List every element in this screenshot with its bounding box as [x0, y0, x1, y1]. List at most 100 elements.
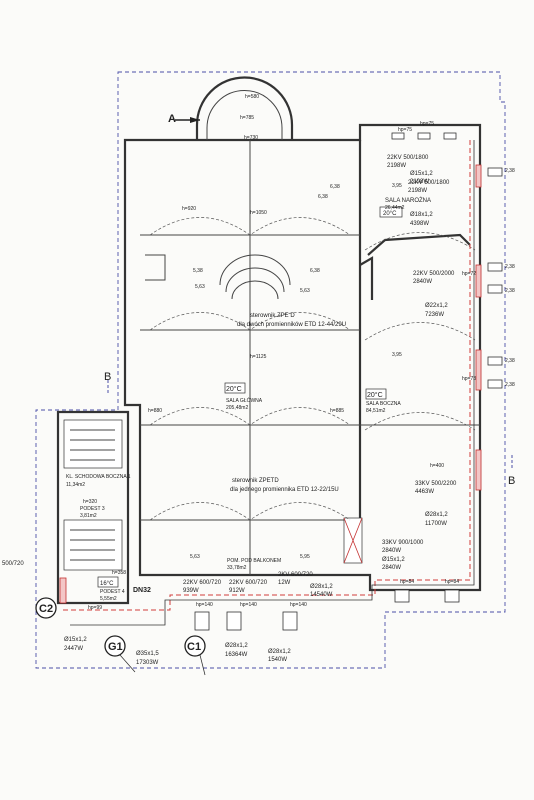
room-narozna-temp: 20°C: [383, 211, 397, 217]
level-label: 2,38: [505, 288, 515, 294]
window-box-3: [487, 284, 503, 294]
dn32-label: DN32: [133, 587, 151, 594]
level-label: 5,63: [195, 284, 205, 290]
height-label: hp=84: [445, 579, 459, 585]
height-label: h=785: [240, 115, 254, 121]
room-glowna-name: SALA GŁÓWNA: [226, 397, 263, 404]
top-radiator-2: [417, 132, 431, 140]
bottom-radiator-2: [226, 611, 242, 631]
radiator-8-type: 2KV 600/720: [278, 572, 313, 578]
stair-box-upper: [63, 419, 123, 469]
pipe-4-power: 11700W: [425, 521, 447, 527]
room-narozna-area: 26,44m2: [385, 205, 405, 211]
radiator-2-power: 2198W: [408, 188, 427, 194]
radiator-4-power: 4463W: [415, 489, 434, 495]
level-label: 5,38: [193, 268, 203, 274]
level-label: 2,38: [505, 264, 515, 270]
radiator-6-power: 939W: [183, 588, 199, 594]
pipe-8-power: 1540W: [268, 657, 287, 663]
section-a-label: A: [168, 113, 176, 125]
room-podest3-area: 3,81m2: [80, 513, 97, 519]
room-balkon-name: POM. POD BALKONEM: [227, 558, 281, 564]
temp-box-podest4: [97, 576, 119, 588]
height-label: h=920: [182, 206, 196, 212]
marker-c1-label: C1: [187, 641, 201, 653]
temp-box-boczna: [365, 388, 387, 400]
height-label: hp=140: [196, 602, 213, 608]
pipe-2-power: 4398W: [410, 221, 429, 227]
apse-inner: [206, 90, 283, 140]
central-stair-arc-3: [231, 280, 279, 300]
level-label: 2,38: [505, 358, 515, 364]
arch-row-4: [149, 502, 351, 521]
room-podest4-area: 5,55m2: [100, 596, 117, 602]
room-balkon-area: 33,78m2: [227, 565, 247, 571]
controller-zpetd-line2: dla jednego promiennika ETD 12-22/15U: [230, 487, 339, 493]
radiator-7-power: 912W: [229, 588, 245, 594]
stair-left-top: [145, 254, 166, 281]
pipe-1-dim: Ø15x1,2: [410, 171, 433, 177]
pipe-2-dim: Ø18x1,2: [410, 212, 433, 218]
room-podest3-name: PODEST 3: [80, 506, 105, 512]
height-label: hp=75: [420, 121, 434, 127]
section-b-left-label: B: [104, 371, 111, 383]
marker-c1-circle: [184, 635, 206, 657]
radiator-east-4: [475, 449, 482, 491]
pipe-7-dim: Ø28x1,2: [225, 643, 248, 649]
radiator-8-power: 12W: [278, 580, 291, 586]
stair-treads-lower: [70, 529, 115, 561]
pipe-1-power: 2198W: [410, 179, 429, 185]
height-label: h=1050: [250, 210, 267, 216]
temp-box-glowna: [224, 382, 246, 394]
stair-treads: [70, 429, 115, 461]
arch-row-2: [149, 312, 351, 331]
section-b-right-label: B: [508, 475, 515, 487]
radiator-5-type: 33KV 900/1000: [382, 540, 424, 546]
level-label: 5,63: [190, 554, 200, 560]
room-boczna-name: SALA BOCZNA: [366, 401, 401, 407]
level-label: 2,38: [505, 382, 515, 388]
apse-wall: [195, 76, 294, 140]
pipe-9-dim: Ø35x1,5: [136, 651, 159, 657]
top-radiator-3: [443, 132, 457, 140]
central-stair-arc-1: [219, 254, 291, 286]
level-label: 6,38: [318, 194, 328, 200]
height-label: hp=99: [88, 605, 102, 611]
arch-east-2: [364, 322, 476, 341]
room-podest4-name: PODEST 4: [100, 589, 125, 595]
height-label: h=880: [148, 408, 162, 414]
room-glowna-temp: 20°C: [226, 385, 242, 393]
height-label: h=885: [330, 408, 344, 414]
pipe-4-dim: Ø28x1,2: [425, 512, 448, 518]
marker-g1-label: G1: [108, 641, 123, 653]
pipe-10-dim: Ø15x1,2: [64, 637, 87, 643]
stair-box-lower: [63, 519, 123, 571]
level-label: 6,38: [330, 184, 340, 190]
room-boczna-temp: 20°C: [367, 391, 383, 399]
radiator-4-type: 33KV 500/2200: [415, 481, 457, 487]
main-hall-walls: [123, 123, 482, 592]
height-label: h=730: [244, 135, 258, 141]
central-stair-arc-2: [225, 267, 285, 293]
radiator-east-2: [475, 264, 482, 298]
radiator-3-type: 22KV 500/2000: [413, 271, 455, 277]
radiator-2-type: 22KV 500/1800: [408, 180, 450, 186]
height-label: hp=140: [240, 602, 257, 608]
height-label: hp=84: [400, 579, 414, 585]
arch-east-1: [364, 232, 476, 251]
controller-zped-line2: dla dwóch promienników ETD 12-44/29U: [237, 322, 346, 328]
window-box-5: [487, 379, 503, 389]
radiator-9-type: 500/720: [2, 561, 24, 567]
radiator-east-3: [475, 349, 482, 391]
marker-c2-label: C2: [39, 603, 53, 615]
level-label: 3,95: [392, 183, 402, 189]
height-label: hp=140: [290, 602, 307, 608]
radiator-6-type: 22KV 600/720: [183, 580, 222, 586]
room-glowna-area: 205,48m2: [226, 405, 248, 411]
stair-radiator: [59, 577, 67, 604]
level-label: 5,63: [300, 288, 310, 294]
pipe-route-red: [60, 140, 471, 611]
bottom-radiator-3: [282, 611, 298, 631]
height-label: h=1125: [250, 354, 267, 360]
